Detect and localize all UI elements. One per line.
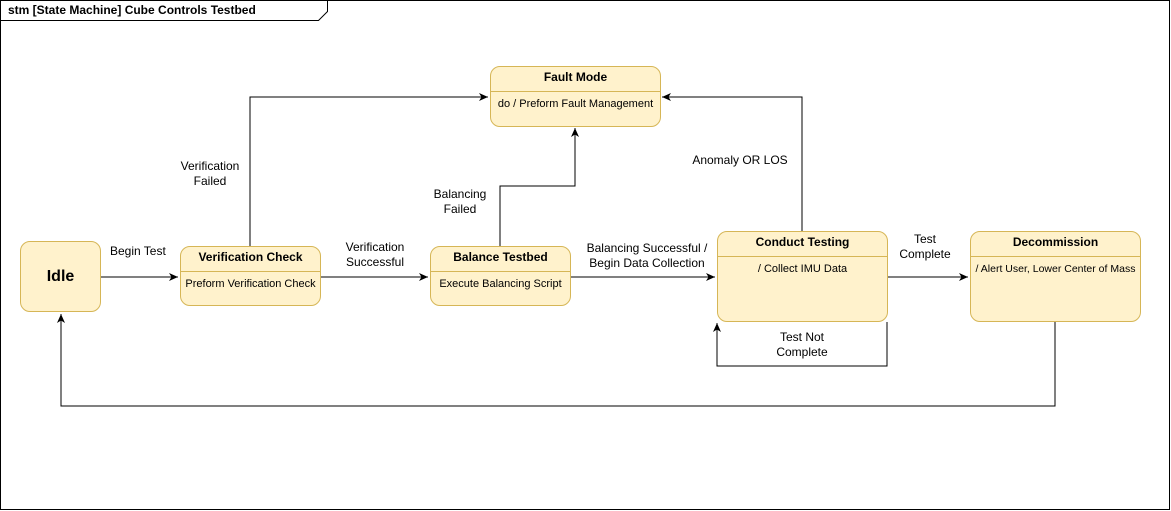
label-verification-failed: Verification Failed — [180, 159, 240, 188]
state-action: Execute Balancing Script — [439, 278, 562, 290]
state-divider — [181, 271, 320, 272]
edge-anomaly-or-los — [662, 93, 803, 231]
edge-verification-failed — [249, 93, 488, 246]
edge-decommission-to-idle — [57, 314, 1056, 407]
state-divider — [431, 271, 570, 272]
state-title: Balance Testbed — [453, 250, 548, 264]
state-divider — [718, 256, 887, 257]
edge-balancing-failed — [499, 128, 579, 246]
label-test-not-complete: Test Not Complete — [776, 330, 828, 359]
state-title: Decommission — [1012, 235, 1099, 249]
state-action: Preform Verification Check — [185, 278, 316, 290]
frame-title: stm [State Machine] Cube Controls Testbe… — [8, 3, 256, 17]
frame-title-tab — [0, 0, 328, 21]
state-action: do / Preform Fault Management — [497, 98, 654, 110]
state-balance-testbed[interactable]: Balance Testbed Execute Balancing Script — [430, 246, 571, 306]
state-title: Fault Mode — [543, 70, 608, 84]
label-verification-successful: Verification Successful — [345, 240, 405, 269]
state-decommission[interactable]: Decommission / Alert User, Lower Center … — [970, 231, 1141, 322]
state-fault-mode[interactable]: Fault Mode do / Preform Fault Management — [490, 66, 661, 127]
state-idle-title: Idle — [46, 267, 75, 285]
label-balancing-failed: Balancing Failed — [433, 187, 487, 216]
edge-test-not-complete — [713, 322, 888, 367]
label-begin-test: Begin Test — [110, 244, 166, 258]
state-divider — [491, 91, 660, 92]
label-balancing-successful: Balancing Successful / Begin Data Collec… — [586, 241, 708, 270]
state-action: / Collect IMU Data — [757, 263, 848, 275]
state-idle[interactable]: Idle — [20, 241, 101, 312]
state-verification-check[interactable]: Verification Check Preform Verification … — [180, 246, 321, 306]
state-title: Verification Check — [198, 250, 303, 264]
state-title: Conduct Testing — [755, 235, 850, 249]
state-conduct-testing[interactable]: Conduct Testing / Collect IMU Data — [717, 231, 888, 322]
label-anomaly-or-los: Anomaly OR LOS — [692, 153, 788, 167]
state-divider — [971, 256, 1140, 257]
label-test-complete: Test Complete — [899, 232, 951, 261]
state-action: / Alert User, Lower Center of Mass — [975, 263, 1136, 275]
